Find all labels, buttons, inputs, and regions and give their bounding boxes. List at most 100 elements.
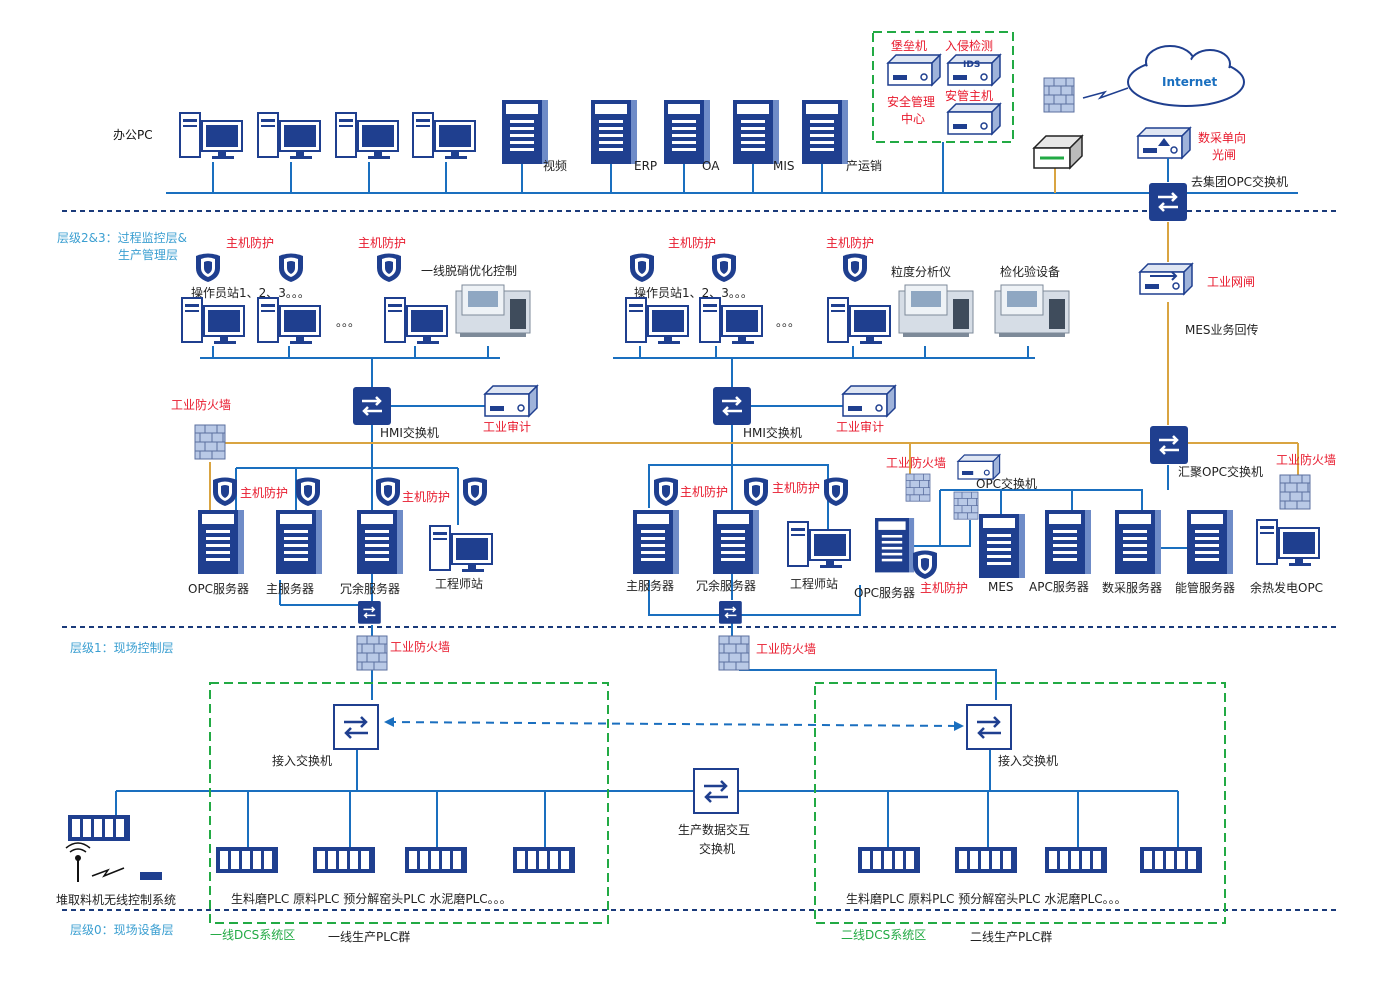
redundant-server-label: 冗余服务器 (696, 578, 756, 593)
oa-server (664, 100, 710, 164)
host-protection-label: 主机防护 (920, 580, 968, 595)
waste-heat-label: 余热发电OPC (1250, 580, 1323, 595)
aggregation-switch-label: 汇聚OPC交换机 (1178, 464, 1263, 479)
firewall-label: 工业防火墙 (390, 639, 450, 654)
plc-rack (1045, 847, 1107, 873)
redundant-server-label: 冗余服务器 (340, 581, 400, 596)
antenna-icon (65, 842, 91, 882)
firewall-label: 工业防火墙 (1276, 452, 1336, 467)
hmi-switch-label: HMI交换机 (743, 425, 802, 440)
apc-label: APC服务器 (1029, 579, 1089, 594)
engineer-station-label: 工程师站 (435, 576, 483, 591)
operator-stations-label: 操作员站1、2、3。。。 (634, 285, 753, 300)
access-switch (332, 703, 380, 751)
host-protection-icon (630, 253, 654, 282)
security-host (947, 103, 1001, 135)
hmi-switch (351, 385, 393, 427)
lab-label: 检化验设备 (1000, 264, 1060, 279)
host-protection-icon (913, 550, 937, 579)
aggregation-opc-switch (1148, 424, 1190, 466)
layer-2-3-label-b: 生产管理层 (118, 247, 178, 262)
ellipsis: 。。。 (336, 315, 360, 329)
office-pc (335, 112, 399, 160)
internet-label: Internet (1162, 75, 1217, 89)
wireless-terminal (140, 872, 162, 880)
operator-station (699, 297, 763, 345)
mes-return-label: MES业务回传 (1185, 322, 1259, 337)
erp-server (591, 100, 637, 164)
host-protection-icon (843, 253, 867, 282)
denitration-equipment (455, 284, 531, 338)
layer-separators (62, 210, 1340, 911)
dcs-zone-1-label: 一线DCS系统区 (210, 928, 295, 942)
audit-label: 工业审计 (836, 419, 884, 434)
server-label: 视频 (543, 158, 567, 173)
layer-0-label: 层级0：现场设备层 (70, 923, 174, 937)
bastion-label: 堡垒机 (891, 38, 927, 53)
operator-station (181, 297, 245, 345)
office-pc (412, 112, 476, 160)
audit-label: 工业审计 (483, 419, 531, 434)
operator-station (625, 297, 689, 345)
hmi-switch (711, 385, 753, 427)
opc-server-label: OPC服务器 (854, 585, 915, 600)
engineer-station (787, 521, 851, 569)
production-data-switch (692, 767, 740, 815)
server-label: OA (702, 159, 720, 173)
group-opc-switch (1147, 181, 1189, 223)
host-protection-label: 主机防护 (668, 235, 716, 250)
plc-labels: 生料磨PLC 原料PLC 预分解窑头PLC 水泥磨PLC。。。 (846, 891, 1127, 906)
group-switch-label: 去集团OPC交换机 (1191, 174, 1288, 189)
firewall-label: 工业防火墙 (756, 641, 816, 656)
industrial-audit (842, 385, 896, 417)
stacker-plc (68, 815, 130, 841)
industrial-firewall (1279, 474, 1311, 510)
plc-labels: 生料磨PLC 原料PLC 预分解窑头PLC 水泥磨PLC。。。 (231, 891, 512, 906)
plc-rack (858, 847, 920, 873)
host-protection-icon (196, 253, 220, 282)
firewall-label-small: 工业防火墙 (886, 455, 946, 470)
industrial-firewall (905, 473, 931, 502)
office-pc (179, 112, 243, 160)
security-center-label-b: 中心 (901, 111, 925, 126)
office-pc-label: 办公PC (113, 127, 153, 142)
industrial-firewall (194, 424, 226, 460)
opc-switch-label: OPC交换机 (976, 476, 1037, 491)
diode-label: 数采单向 (1198, 130, 1246, 145)
access-switch-label: 接入交换机 (998, 753, 1058, 768)
opc-server-label: OPC服务器 (188, 581, 249, 596)
host-protection-label: 主机防护 (226, 235, 274, 250)
internet-cloud (1127, 45, 1245, 107)
operator-station (384, 297, 448, 345)
energy-server-label: 能管服务器 (1175, 580, 1235, 595)
mes-label: MES (988, 580, 1014, 594)
main-server-label: 主服务器 (266, 581, 314, 596)
operator-stations-label: 操作员站1、2、3。。。 (191, 285, 310, 300)
mis-server (733, 100, 779, 164)
main-server (633, 510, 679, 574)
main-server (276, 510, 322, 574)
host-protection-icon (744, 477, 768, 506)
host-protection-icon (654, 477, 678, 506)
host-protection-icon (376, 477, 400, 506)
plc-rack (1140, 847, 1202, 873)
main-server-label: 主服务器 (626, 578, 674, 593)
sales-server (802, 100, 848, 164)
opc-server (875, 518, 915, 573)
office-firewall (1043, 77, 1075, 113)
host-protection-label: 主机防护 (358, 235, 406, 250)
industrial-firewall (718, 635, 750, 671)
plc-group-2-label: 二线生产PLC群 (970, 930, 1052, 944)
industrial-gateway (1139, 263, 1193, 295)
office-pc (257, 112, 321, 160)
firewall-label: 工业防火墙 (171, 397, 231, 412)
production-switch-label-b: 交换机 (699, 841, 735, 856)
access-switch-label: 接入交换机 (272, 753, 332, 768)
server-switch (718, 600, 743, 625)
granularity-analyzer (898, 284, 974, 338)
plc-rack (313, 847, 375, 873)
data-server-label: 数采服务器 (1102, 580, 1162, 595)
wireless-link (91, 867, 125, 878)
host-protection-label: 主机防护 (772, 480, 820, 495)
operator-station (827, 297, 891, 345)
